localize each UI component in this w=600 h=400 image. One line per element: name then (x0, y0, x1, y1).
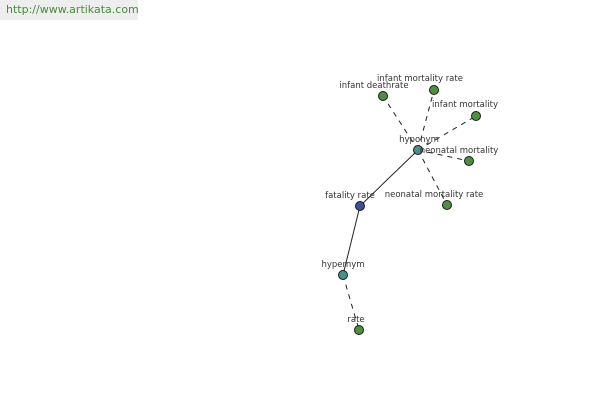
node-neonatal-mortality-rate[interactable] (442, 200, 452, 210)
edge-hyponym-to-infant-deathrate (382, 95, 419, 151)
edge-hyponym-to-infant-mortality (417, 115, 477, 151)
source-url-banner[interactable]: http://www.artikata.com (0, 0, 139, 20)
node-label-hypernym: hypernym (321, 260, 364, 270)
graph-nodes (338, 85, 481, 335)
node-label-neonatal-mortality-rate: neonatal mortality rate (385, 190, 484, 200)
node-label-hyponym: hyponym (399, 135, 439, 145)
graph-edges (342, 89, 477, 331)
edge-hyponym-to-neonatal-mortality (417, 149, 470, 162)
node-label-infant-deathrate: infant deathrate (339, 81, 408, 91)
node-hypernym[interactable] (338, 270, 348, 280)
node-infant-mortality-rate[interactable] (429, 85, 439, 95)
node-hyponym[interactable] (413, 145, 423, 155)
edge-fatality-rate-to-hyponym (359, 149, 419, 207)
node-neonatal-mortality[interactable] (464, 156, 474, 166)
edge-fatality-rate-to-hypernym (342, 205, 361, 276)
node-fatality-rate[interactable] (355, 201, 365, 211)
node-infant-mortality[interactable] (471, 111, 481, 121)
node-label-infant-mortality-rate: infant mortality rate (377, 74, 463, 84)
node-rate[interactable] (354, 325, 364, 335)
node-label-fatality-rate: fatality rate (325, 191, 375, 201)
node-infant-deathrate[interactable] (378, 91, 388, 101)
node-label-rate: rate (347, 315, 364, 325)
node-label-infant-mortality: infant mortality (432, 100, 498, 110)
edge-hyponym-to-neonatal-mortality-rate (417, 149, 448, 206)
node-label-neonatal-mortality: neonatal mortality (420, 146, 499, 156)
edge-hyponym-to-infant-mortality-rate (417, 89, 435, 151)
graph-labels: fatality rate hyponym hypernym infant death… (321, 74, 498, 325)
